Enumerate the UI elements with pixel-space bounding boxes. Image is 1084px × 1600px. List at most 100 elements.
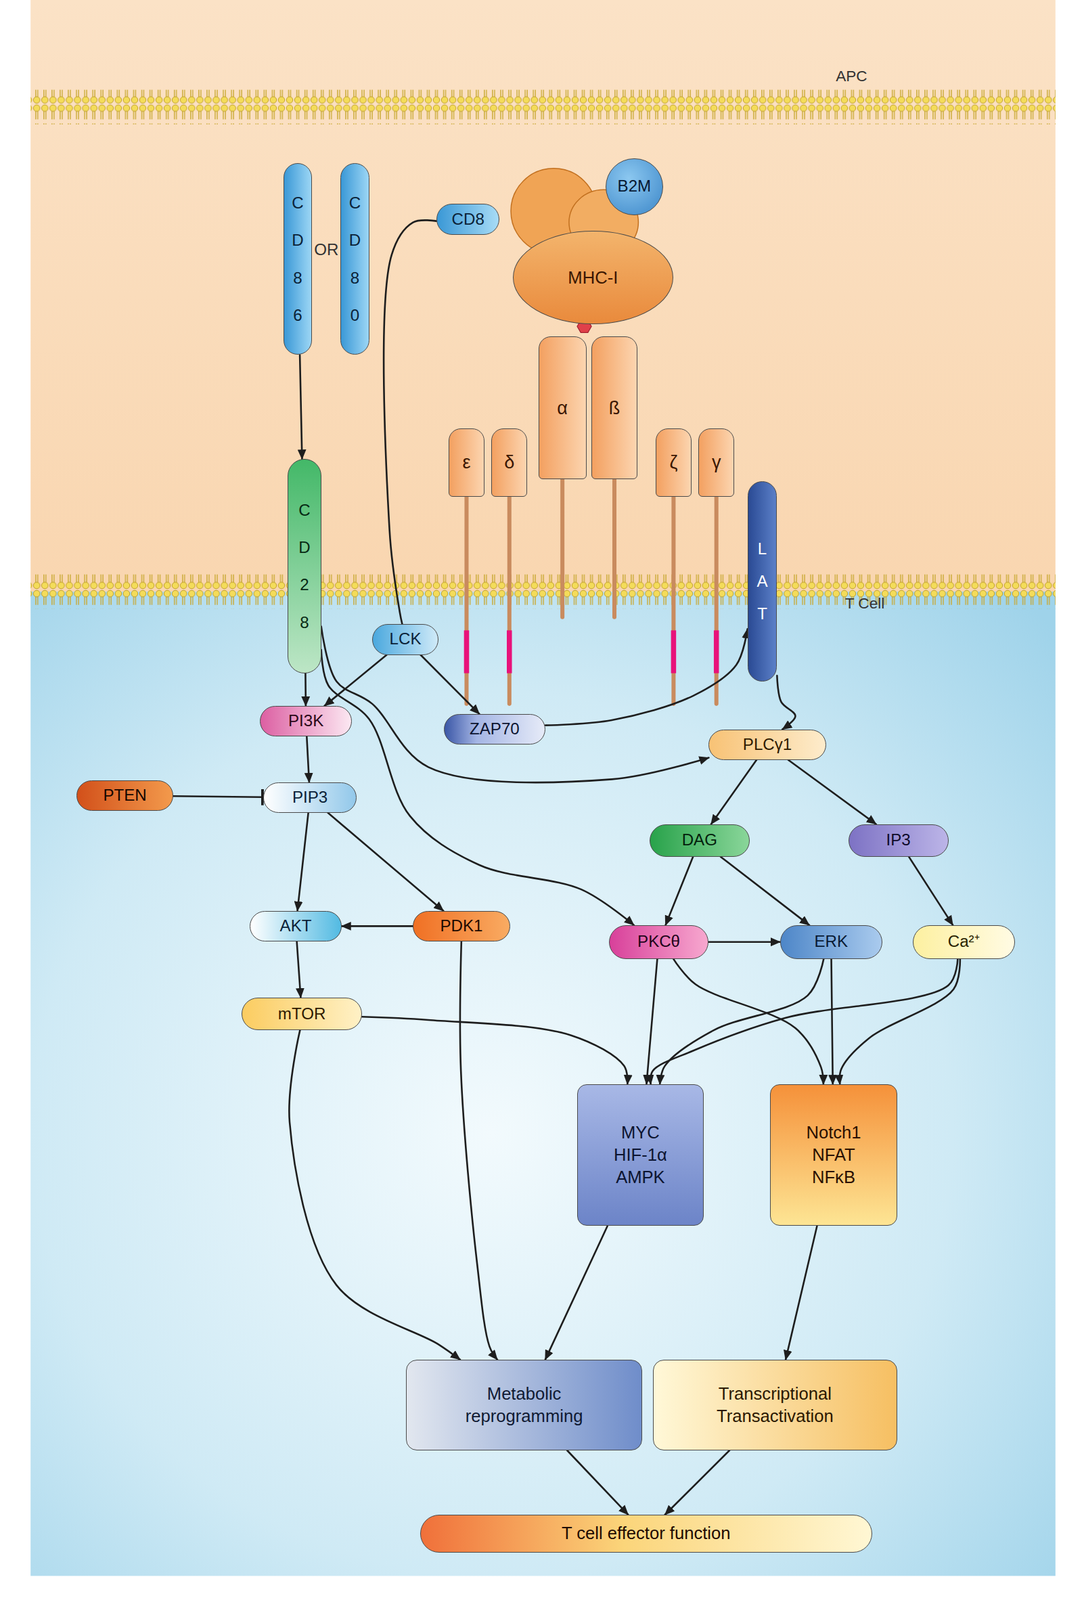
- node-label: PI3K: [288, 711, 324, 731]
- signal-arrow: [420, 655, 480, 714]
- node-label: δ: [504, 451, 515, 474]
- ion-pill: Ca²⁺: [912, 924, 1015, 959]
- node-label: NFAT: [811, 1143, 856, 1166]
- signal-arrow: [776, 675, 796, 729]
- signal-arrow: [831, 958, 833, 1084]
- node-label: MHC-I: [567, 267, 618, 289]
- t-cell-ground: [30, 591, 1056, 1576]
- mhc-oval: MHC-I: [512, 230, 674, 325]
- signal-arrow: [785, 1225, 817, 1359]
- signal-arrow: [659, 958, 824, 1084]
- cd3-chain: γ: [698, 428, 735, 497]
- node-label: Ca²⁺: [947, 931, 980, 952]
- signal-arrow: [304, 673, 307, 706]
- node-label: AMPK: [615, 1165, 666, 1189]
- kinase-pill: LCK: [372, 623, 439, 655]
- region-label: OR: [313, 240, 339, 260]
- node-label: MYC: [621, 1121, 660, 1144]
- tcr-chain: ß: [591, 336, 638, 480]
- node-label: PKCθ: [637, 931, 681, 952]
- node-label: Metabolic reprogramming: [437, 1382, 612, 1428]
- node-label: HIF-1α: [613, 1143, 668, 1166]
- signal-arrow: [545, 628, 748, 725]
- signal-arrow: [650, 958, 958, 1084]
- region-label-text: APC: [835, 67, 867, 85]
- node-label: ERK: [814, 931, 848, 952]
- node-label: Notch1: [805, 1121, 861, 1144]
- node-label: T cell effector function: [561, 1522, 731, 1544]
- signal-arrow: [646, 958, 658, 1084]
- signal-arrow: [665, 1450, 730, 1515]
- coreceptor-pill: CD8: [436, 203, 500, 235]
- tcr-chain: α: [538, 336, 587, 480]
- signal-arrow: [288, 1029, 461, 1360]
- signal-arrow: [297, 812, 309, 911]
- signal-arrow: [328, 812, 444, 911]
- node-label: ζ: [669, 451, 678, 474]
- enzyme-pill: PLCγ1: [708, 729, 826, 760]
- phosphatase-pill: PTEN: [76, 780, 174, 811]
- kinase-pill: mTOR: [241, 997, 363, 1030]
- cd3-chain: δ: [491, 428, 528, 497]
- node-label: PIP3: [292, 787, 328, 808]
- signal-arrow: [297, 941, 302, 998]
- factor-box: MYCHIF-1αAMPK: [577, 1084, 704, 1226]
- kinase-pill: PKCθ: [608, 924, 710, 959]
- receptor-bar: CD28: [287, 458, 322, 673]
- ligand-bar: CD86: [283, 163, 312, 355]
- lipid-pill: PIP3: [263, 782, 358, 813]
- signal-arrow: [788, 759, 877, 825]
- signal-arrow: [567, 1450, 628, 1515]
- messenger-pill: IP3: [848, 824, 949, 857]
- outcome-box: Transcriptional Transactivation: [652, 1359, 898, 1451]
- kinase-pill: AKT: [249, 910, 342, 942]
- node-label: ß: [608, 397, 621, 420]
- t-cell-membrane: [30, 573, 1056, 609]
- signal-arrow: [673, 958, 824, 1084]
- chain-stalks: [466, 478, 716, 704]
- kinase-pill: ERK: [780, 924, 883, 959]
- outcome-box: Metabolic reprogramming: [405, 1359, 643, 1451]
- signal-arrow: [299, 354, 302, 459]
- node-label: IP3: [886, 830, 911, 850]
- signal-arrow: [908, 856, 953, 925]
- cd3-chain: ε: [448, 428, 485, 497]
- region-label: APC: [835, 67, 867, 86]
- signal-arrow: [306, 736, 310, 783]
- region-label-text: T Cell: [845, 594, 886, 612]
- kinase-pill: PI3K: [259, 705, 352, 737]
- node-label: CD28: [296, 491, 313, 642]
- node-label: α: [556, 397, 568, 420]
- node-label: CD86: [289, 184, 306, 335]
- apc-membrane: [30, 89, 1056, 125]
- node-label: CD8: [452, 209, 485, 230]
- signal-arrow: [321, 649, 635, 925]
- signal-arrow: [545, 1225, 608, 1359]
- signal-arrow: [720, 856, 810, 925]
- apc-ground: [30, 0, 1056, 592]
- signal-arrow: [383, 219, 437, 624]
- inhibition-line: [173, 795, 264, 797]
- result-pill: T cell effector function: [420, 1514, 873, 1553]
- messenger-pill: DAG: [649, 824, 750, 857]
- signal-arrow: [324, 655, 388, 706]
- cd3-chain: ζ: [655, 428, 692, 497]
- signal-arrow: [665, 856, 694, 925]
- b2m-circle: B2M: [605, 158, 663, 216]
- node-label: PLCγ1: [742, 734, 792, 755]
- region-label-text: OR: [313, 240, 339, 259]
- node-label: LCK: [389, 629, 422, 649]
- kinase-pill: ZAP70: [443, 713, 547, 745]
- node-label: CD80: [346, 184, 363, 335]
- signal-arrow: [708, 940, 781, 943]
- node-label: ZAP70: [469, 719, 520, 739]
- node-label: γ: [711, 451, 722, 474]
- kinase-pill: PDK1: [412, 910, 510, 942]
- node-label: AKT: [280, 916, 312, 936]
- signal-arrow: [362, 1016, 628, 1084]
- region-label: T Cell: [845, 594, 886, 613]
- node-label: B2M: [617, 176, 652, 197]
- factor-box: Notch1NFATNFκB: [770, 1084, 898, 1226]
- node-label: LAT: [753, 532, 771, 631]
- signal-arrow: [711, 759, 757, 825]
